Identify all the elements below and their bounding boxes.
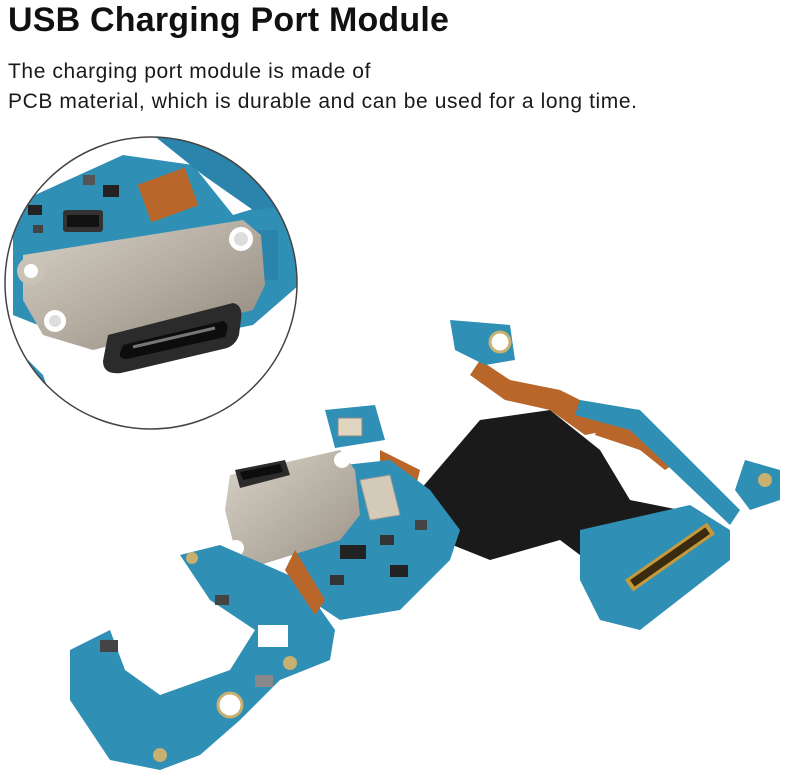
description-line-2: PCB material, which is durable and can b… bbox=[8, 90, 638, 113]
product-description: The charging port module is made of PCB … bbox=[8, 57, 638, 117]
zoom-detail-circle bbox=[4, 136, 298, 430]
product-title: USB Charging Port Module bbox=[8, 1, 450, 39]
description-line-1: The charging port module is made of bbox=[8, 60, 372, 83]
charging-port-module-image bbox=[70, 320, 780, 770]
